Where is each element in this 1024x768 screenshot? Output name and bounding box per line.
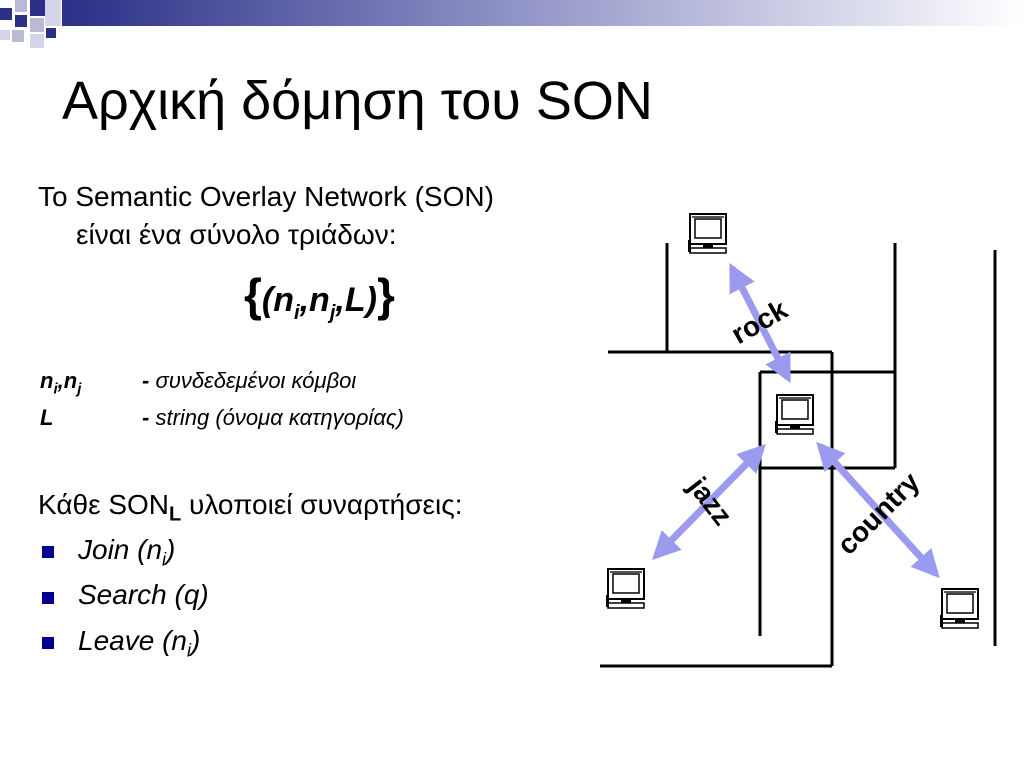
rock-link-arrow — [728, 263, 792, 383]
network-links — [600, 243, 997, 668]
triple-formula: {(ni,nj,L)} — [244, 268, 395, 325]
formula-comma-1: , — [299, 281, 310, 319]
function-item-leave: Leave (ni) — [78, 625, 201, 661]
computer-icon-left — [605, 568, 645, 609]
definition-desc-label: - string (όνομα κατηγορίας) — [142, 405, 404, 430]
country-link-arrow — [816, 441, 940, 579]
functions-heading: Κάθε SONL υλοποιεί συναρτήσεις: — [38, 489, 463, 526]
formula-sub-j: j — [329, 301, 336, 324]
computer-icon-top — [687, 213, 727, 254]
function-item-join: Join (ni) — [78, 534, 176, 570]
formula-lparen: ( — [261, 281, 274, 319]
definition-desc-nodes: - συνδεδεμένοι κόμβοι — [142, 368, 357, 393]
intro-text-line-2: είναι ένα σύνολο τριάδων: — [76, 219, 397, 250]
function-item-search: Search (q) — [78, 579, 209, 610]
computer-icon-center — [774, 394, 814, 435]
intro-text-line-1: To Semantic Overlay Network (SON) — [38, 181, 494, 212]
formula-n-j: n — [309, 281, 330, 319]
formula-comma-2: , — [335, 281, 345, 319]
formula-rparen: ) — [365, 281, 377, 319]
son-network-diagram: rock jazz country — [600, 213, 997, 668]
bullet-icon — [42, 592, 54, 604]
definition-term-nodes: ni,nj — [40, 368, 82, 398]
definition-term-label: L — [40, 405, 54, 430]
header-decoration — [0, 0, 1024, 48]
formula-sub-i: i — [294, 301, 300, 324]
rock-label: rock — [726, 293, 793, 350]
formula-n-i: n — [273, 281, 295, 319]
formula-open-brace: { — [244, 269, 262, 321]
bullet-icon — [42, 546, 54, 558]
formula-close-brace: } — [376, 269, 395, 321]
computer-icon-right — [939, 588, 979, 629]
formula-L: L — [344, 281, 366, 319]
bullet-icon — [42, 637, 54, 649]
jazz-link-arrow — [652, 444, 766, 560]
slide-title: Αρχική δόμηση του SON — [62, 71, 653, 131]
